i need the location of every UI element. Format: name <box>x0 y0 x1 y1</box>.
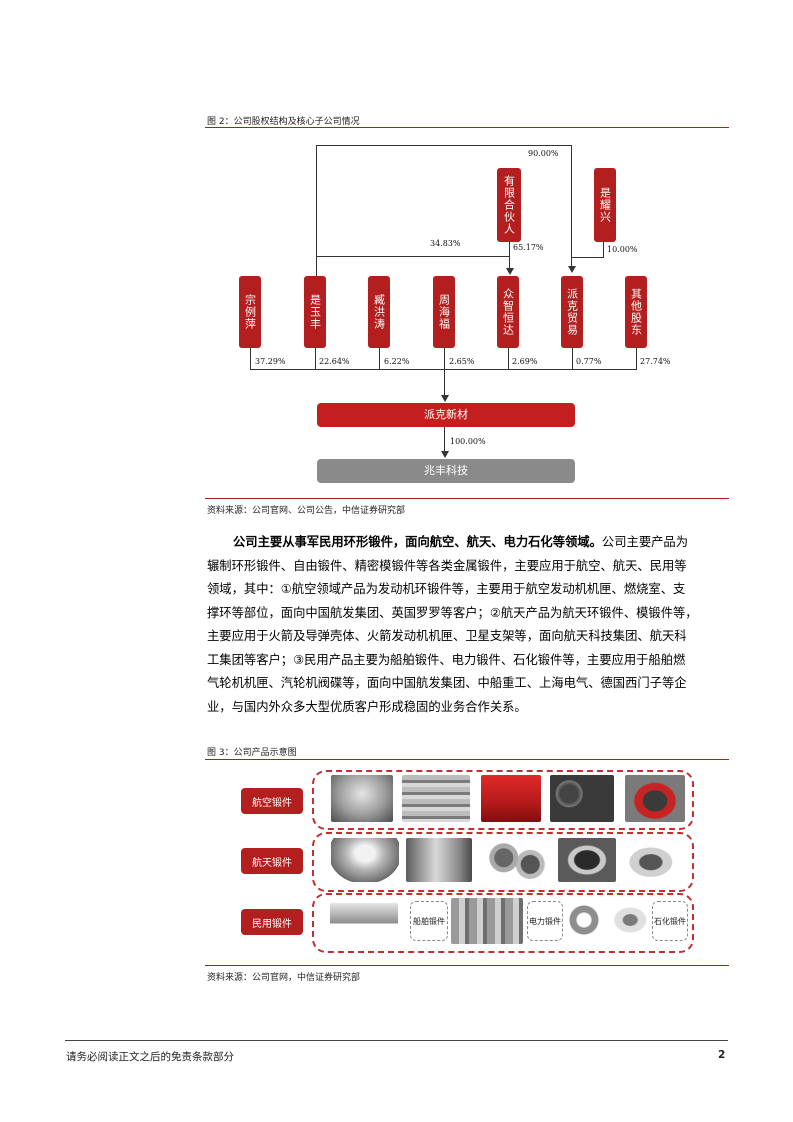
product-photo <box>481 775 541 822</box>
arrow-down-icon <box>568 266 576 273</box>
connector <box>444 369 445 397</box>
paragraph-line: 领域，其中：①航空领域产品为发动机环锻件等，主要用于航空发动机机匣、燃烧室、支 <box>207 582 686 596</box>
paragraph-line: 气轮机机匣、汽轮机阀碟等，面向中国航发集团、中船重工、上海电气、德国西门子等企 <box>207 676 687 690</box>
pct-yufeng-to-zhongzhi: 34.83% <box>430 239 461 248</box>
connector <box>379 348 380 369</box>
pct-partner-to-zhongzhi: 65.17% <box>513 243 544 252</box>
product-row-frame <box>312 770 694 830</box>
connector <box>250 348 251 369</box>
product-photo <box>406 838 472 882</box>
body-paragraph: 公司主要从事军民用环形锻件，面向航空、航天、电力石化等领域。公司主要产品为 辗制… <box>207 531 727 719</box>
shareholder-pct: 2.65% <box>449 357 475 366</box>
shareholder-pct: 0.77% <box>576 357 602 366</box>
arrow-down-icon <box>441 395 449 402</box>
page-number: 2 <box>718 1049 726 1061</box>
shareholder-pct: 2.69% <box>512 357 538 366</box>
shareholder-box: 臧洪涛 <box>368 276 390 348</box>
connector <box>444 427 445 452</box>
figure2-title: 图 2：公司股权结构及核心子公司情况 <box>207 117 360 127</box>
pct-to-paike-trade: 90.00% <box>528 149 559 158</box>
figure2-bottom-rule <box>205 498 729 499</box>
connector <box>315 348 316 369</box>
product-photo <box>558 838 616 882</box>
shareholder-box: 宗例萍 <box>239 276 261 348</box>
connector <box>250 369 637 370</box>
connector <box>316 256 510 257</box>
shareholder-pct: 6.22% <box>384 357 410 366</box>
box-shiyaoxing: 是耀兴 <box>594 168 616 242</box>
shareholder-box: 是玉丰 <box>304 276 326 348</box>
shareholder-box: 周海福 <box>433 276 455 348</box>
product-row-frame <box>312 832 694 892</box>
product-photo <box>550 775 614 822</box>
product-photo <box>625 775 685 822</box>
shareholder-pct: 22.64% <box>319 357 350 366</box>
figure3-bottom-rule <box>205 965 729 966</box>
paragraph-line: 辗制环形锻件、自由锻件、精密模锻件等各类金属锻件，主要应用于航空、航天、民用等 <box>207 558 687 573</box>
paragraph-line: 主要应用于火箭及导弹壳体、火箭发动机机匣、卫星支架等，面向航天科技集团、航天科 <box>207 629 687 643</box>
connector <box>444 348 445 369</box>
label-power: 电力锻件 <box>527 901 563 941</box>
footer-disclaimer: 请务必阅读正文之后的免责条款部分 <box>66 1051 234 1063</box>
product-photo <box>566 903 602 937</box>
connector <box>636 348 637 369</box>
connector <box>603 241 604 258</box>
subsidiary-pct: 100.00% <box>450 437 486 446</box>
figure3-top-rule <box>205 759 729 760</box>
label-petrochem: 石化锻件 <box>652 901 688 941</box>
shareholder-box: 派克贸易 <box>561 276 583 348</box>
product-photo <box>622 838 686 882</box>
connector <box>508 348 509 369</box>
connector <box>571 257 604 258</box>
product-photo <box>606 901 650 939</box>
product-photo <box>331 775 393 822</box>
product-photo <box>451 898 523 944</box>
figure3-source: 资料来源：公司官网，中信证券研究部 <box>207 973 361 983</box>
company-box: 派克新材 <box>317 403 575 427</box>
shareholder-box: 其他股东 <box>625 276 647 348</box>
figure2-top-rule <box>205 127 729 128</box>
category-civil: 民用锻件 <box>241 909 303 935</box>
product-photo <box>484 838 550 882</box>
connector <box>571 145 572 270</box>
lead-tail: 公司主要产品为 <box>601 535 689 549</box>
subsidiary-box: 兆丰科技 <box>317 459 575 483</box>
product-photo <box>402 775 470 822</box>
label-marine: 船舶锻件 <box>410 901 448 941</box>
lead-sentence: 公司主要从事军民用环形锻件，面向航空、航天、电力石化等领域。 <box>233 535 602 549</box>
footer-rule <box>65 1040 728 1041</box>
shareholder-pct: 27.74% <box>640 357 671 366</box>
product-row-frame <box>312 893 694 953</box>
product-photo <box>330 903 398 937</box>
paragraph-line: 工集团等客户；③民用产品主要为船舶锻件、电力锻件、石化锻件等，主要应用于船舶燃 <box>207 652 686 667</box>
category-aerospace: 航天锻件 <box>241 848 303 874</box>
category-aviation: 航空锻件 <box>241 788 303 814</box>
connector <box>572 348 573 369</box>
connector <box>316 145 572 146</box>
pct-shiyaoxing: 10.00% <box>607 245 638 254</box>
figure3-title: 图 3：公司产品示意图 <box>207 748 297 758</box>
paragraph-line: 撑环等部位，面向中国航发集团、英国罗罗等客户；②航天产品为航天环锻件、模锻件等， <box>207 605 698 620</box>
figure2-source: 资料来源：公司官网、公司公告，中信证券研究部 <box>207 506 406 516</box>
shareholder-pct: 37.29% <box>255 357 286 366</box>
connector <box>316 145 317 277</box>
paragraph-line: 业，与国内外众多大型优质客户形成稳固的业务合作关系。 <box>207 699 527 714</box>
shareholder-box: 众智恒达 <box>497 276 519 348</box>
arrow-down-icon <box>441 451 449 458</box>
box-limited-partner: 有限合伙人 <box>497 168 521 242</box>
arrow-down-icon <box>506 268 514 275</box>
product-photo <box>331 838 399 882</box>
